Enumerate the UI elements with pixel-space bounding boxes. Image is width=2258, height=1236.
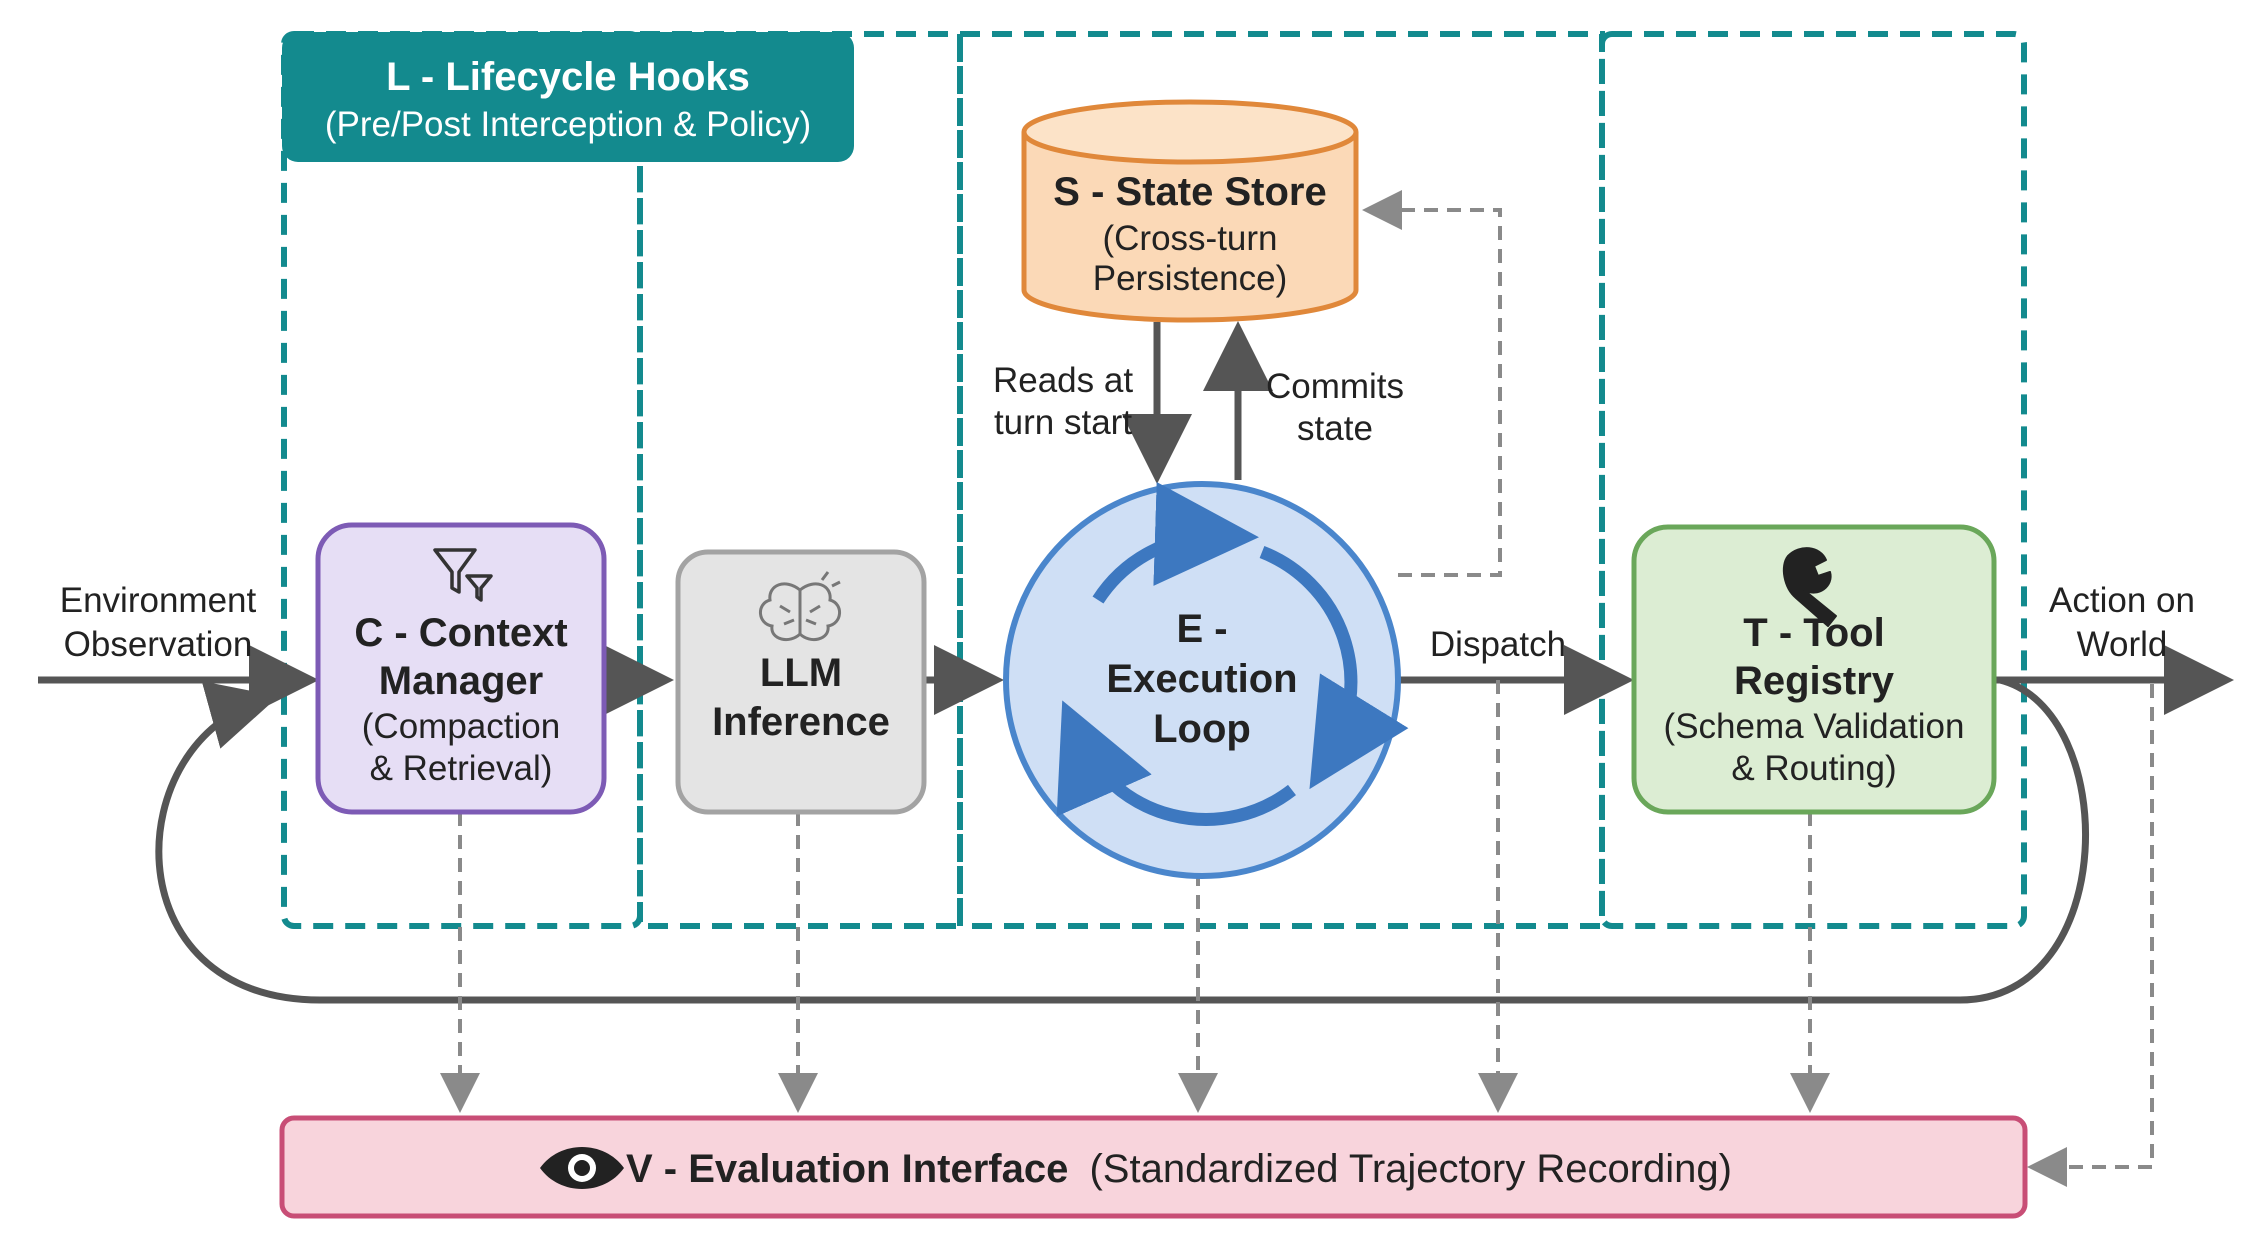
brain-icon	[759, 571, 841, 642]
tool-registry-title-line1: T - Tool	[1743, 611, 1884, 655]
arrow-world-to-eval	[2027, 684, 2154, 1187]
cycle-icon	[1056, 482, 1409, 826]
evaluation-interface: V - Evaluation Interface (Standardized T…	[279, 1115, 2028, 1219]
label-action-line2: World	[2077, 625, 2168, 664]
evaluation-text: V - Evaluation Interface (Standardized T…	[626, 1147, 1732, 1191]
state-store-line1: (Cross-turn	[1102, 219, 1277, 258]
label-commits-line1: Commits	[1266, 367, 1404, 406]
llm-inference: LLM Inference	[675, 549, 927, 815]
label-reads-line2: turn start	[994, 403, 1132, 442]
lifecycle-hooks-header: L - Lifecycle Hooks (Pre/Post Intercepti…	[282, 32, 854, 162]
tool-registry-sub-line1: (Schema Validation	[1664, 707, 1965, 746]
state-store-line2: Persistence)	[1093, 259, 1288, 298]
evaluation-title: V - Evaluation Interface	[626, 1147, 1068, 1191]
label-commits-line2: state	[1297, 409, 1373, 448]
context-manager-sub-line1: (Compaction	[362, 707, 560, 746]
state-store-title: S - State Store	[1053, 170, 1326, 214]
execution-loop-line3: Loop	[1153, 707, 1251, 751]
tool-registry: T - Tool Registry (Schema Validation & R…	[1631, 524, 1997, 815]
flow-labels: Environment Observation Action on World …	[60, 361, 2195, 664]
main-flow-arrows	[38, 321, 2234, 715]
tool-registry-sub-line2: & Routing)	[1731, 749, 1896, 788]
hook-region-tool	[1599, 31, 2027, 929]
evaluation-subtitle: (Standardized Trajectory Recording)	[1089, 1147, 1732, 1191]
lifecycle-hooks-title: L - Lifecycle Hooks	[386, 55, 750, 99]
execution-loop: E - Execution Loop	[1003, 481, 1409, 879]
label-action-line1: Action on	[2049, 581, 2195, 620]
context-manager: C - Context Manager (Compaction & Retrie…	[315, 522, 607, 815]
execution-loop-line2: Execution	[1106, 657, 1297, 701]
label-reads-line1: Reads at	[993, 361, 1133, 400]
lifecycle-hooks-subtitle: (Pre/Post Interception & Policy)	[325, 105, 811, 144]
label-env-line1: Environment	[60, 581, 257, 620]
label-dispatch: Dispatch	[1430, 625, 1566, 664]
feedback-loop-arrow	[155, 676, 2090, 1004]
llm-inference-line1: LLM	[760, 651, 842, 695]
label-env-line2: Observation	[64, 625, 253, 664]
context-manager-title-line1: C - Context	[354, 611, 567, 655]
wrench-icon	[1782, 547, 1837, 627]
recording-arrows	[440, 190, 2154, 1187]
eye-icon	[540, 1147, 624, 1189]
filter-icon	[433, 548, 493, 602]
llm-inference-line2: Inference	[712, 700, 890, 744]
context-manager-sub-line2: & Retrieval)	[370, 749, 553, 788]
tool-registry-title-line2: Registry	[1734, 659, 1895, 703]
context-manager-title-line2: Manager	[379, 659, 544, 703]
execution-loop-line1: E -	[1176, 607, 1227, 651]
state-store: S - State Store (Cross-turn Persistence)	[1021, 99, 1359, 323]
arrow-loop-to-state-dashed	[1362, 190, 1502, 577]
